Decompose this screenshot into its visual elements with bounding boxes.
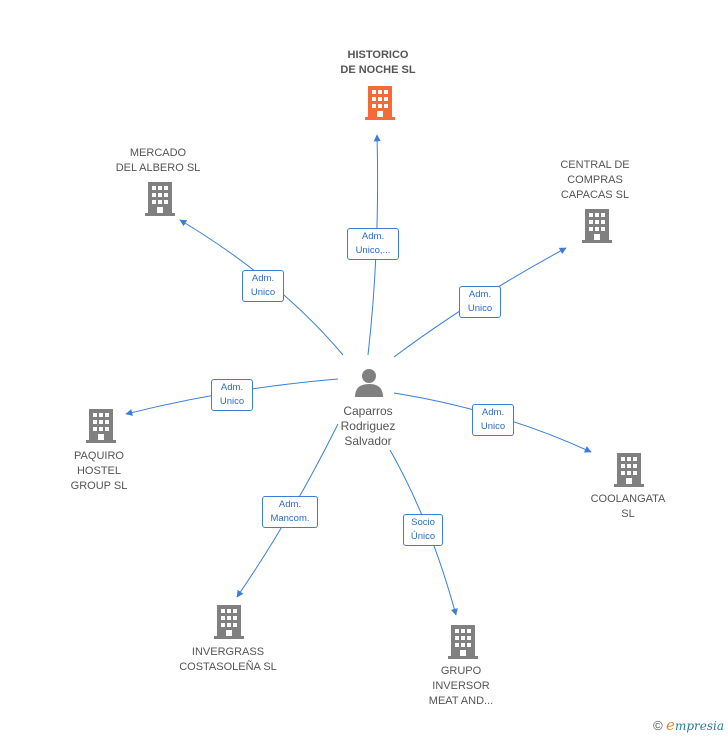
empresia-logo: empresia — [666, 716, 724, 734]
building-icon[interactable] — [145, 182, 175, 216]
person-icon[interactable] — [353, 368, 385, 398]
copyright-symbol: © — [653, 718, 663, 733]
building-icon[interactable] — [365, 86, 395, 120]
relation-label-invergrass[interactable]: Adm. Mancom. — [262, 496, 318, 528]
relation-label-mercado[interactable]: Adm. Unico — [242, 270, 284, 302]
relation-label-historico[interactable]: Adm. Unico,... — [347, 228, 399, 260]
person-name[interactable]: Caparros Rodriguez Salvador — [340, 404, 396, 448]
footer-brand[interactable]: © empresia — [653, 716, 724, 734]
relation-label-paquiro[interactable]: Adm. Unico — [211, 379, 253, 411]
relation-label-grupo[interactable]: Socio Único — [403, 514, 443, 546]
company-label-invergrass[interactable]: INVERGRASS COSTASOLEÑA SL — [179, 646, 277, 673]
relation-label-central[interactable]: Adm. Unico — [459, 286, 501, 318]
company-label-coolangata[interactable]: COOLANGATA SL — [590, 493, 666, 520]
company-label-central[interactable]: CENTRAL DE COMPRAS CAPACAS SL — [560, 159, 630, 201]
company-label-mercado[interactable]: MERCADO DEL ALBERO SL — [115, 147, 201, 174]
building-icon[interactable] — [448, 625, 478, 659]
relation-label-coolangata[interactable]: Adm. Unico — [472, 404, 514, 436]
company-label-grupo[interactable]: GRUPO INVERSOR MEAT AND... — [428, 665, 494, 707]
company-label-historico[interactable]: HISTORICO DE NOCHE SL — [340, 49, 416, 76]
building-icon[interactable] — [86, 409, 116, 443]
building-icon[interactable] — [614, 453, 644, 487]
company-label-paquiro[interactable]: PAQUIRO HOSTEL GROUP SL — [70, 450, 128, 492]
building-icon[interactable] — [582, 209, 612, 243]
building-icon[interactable] — [214, 605, 244, 639]
